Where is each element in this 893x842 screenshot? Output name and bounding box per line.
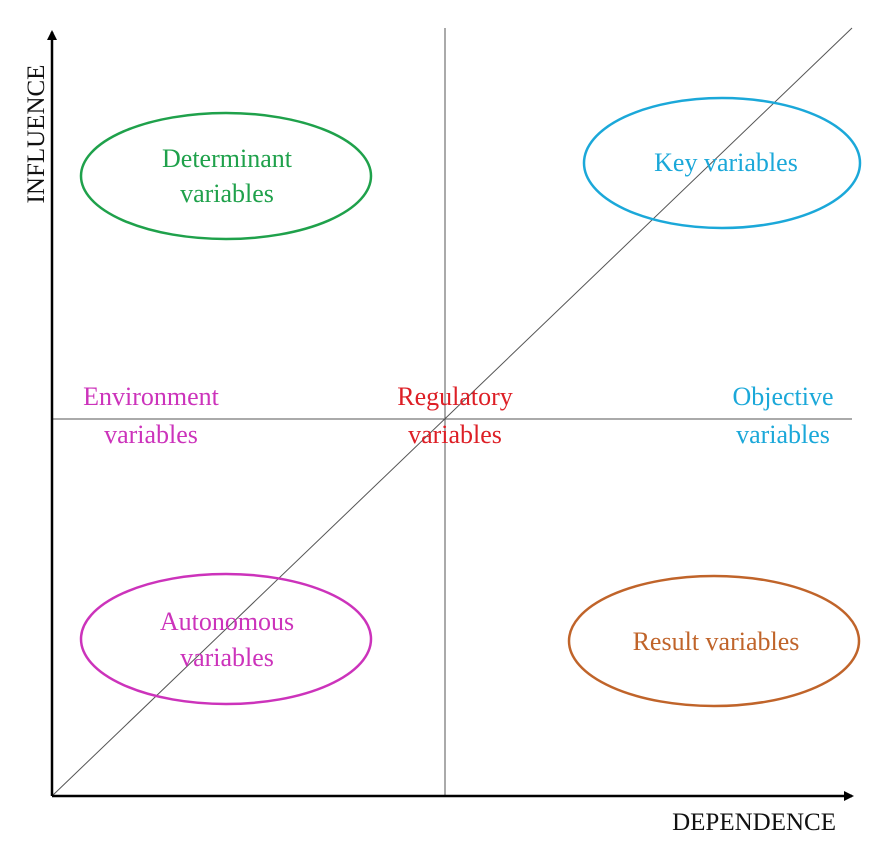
determinant-label-line2: variables: [180, 179, 274, 208]
determinant-ellipse: [79, 111, 373, 241]
x-axis-label: DEPENDENCE: [672, 809, 836, 836]
objective-label-line1: Objective: [732, 382, 833, 411]
result-ellipse: [567, 574, 861, 708]
objective-label-line2: variables: [736, 420, 830, 449]
autonomous-ellipse: [79, 572, 373, 706]
key-ellipse: [582, 96, 862, 230]
environment-label-line2: variables: [104, 420, 198, 449]
autonomous-label-line2: variables: [180, 643, 274, 672]
y-axis-label: INFLUENCE: [23, 65, 50, 204]
regulatory-label-line2: variables: [408, 420, 502, 449]
environment-label-line1: Environment: [83, 382, 220, 411]
diagonal-line: [51, 27, 853, 797]
key-label: Key variables: [654, 148, 798, 177]
autonomous-label-line1: Autonomous: [160, 607, 294, 636]
regulatory-label-line1: Regulatory: [397, 382, 513, 411]
determinant-label-line1: Determinant: [162, 144, 293, 173]
result-label: Result variables: [633, 627, 800, 656]
